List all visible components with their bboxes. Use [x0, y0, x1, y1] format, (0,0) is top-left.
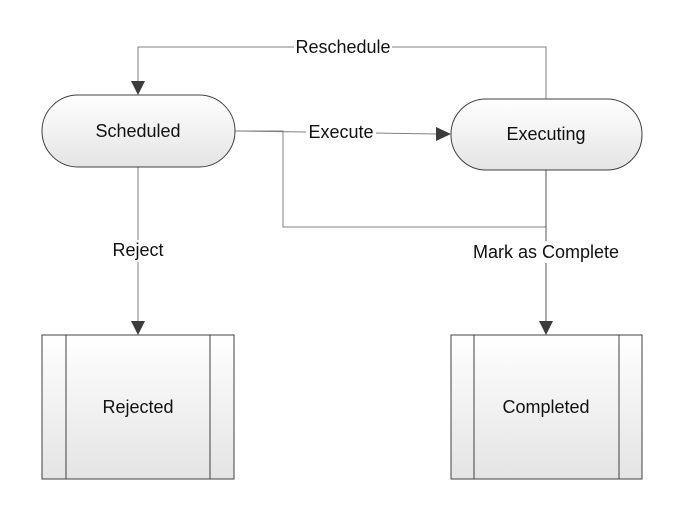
edge-reschedule: Reschedule	[131, 37, 547, 99]
edge-mark-complete-label-bg	[466, 241, 626, 263]
edge-execute-label-bg	[306, 122, 376, 142]
edge-reschedule-label-bg	[294, 37, 392, 57]
edge-reject-arrowhead	[131, 321, 145, 335]
edge-execute-arrowhead	[436, 127, 451, 141]
edge-reschedule-arrowhead	[131, 81, 145, 95]
node-scheduled: Scheduled	[41, 94, 236, 168]
node-scheduled-shape	[41, 94, 236, 168]
node-scheduled-label: Scheduled	[95, 121, 180, 141]
edge-mark-complete-arrowhead	[539, 321, 553, 335]
node-rejected-shape	[41, 334, 235, 480]
node-executing-shape	[450, 98, 643, 171]
edge-mark-complete-branch-line	[235, 130, 546, 228]
node-rejected: Rejected	[41, 334, 235, 480]
node-rejected-label: Rejected	[102, 397, 173, 417]
edge-reject-label: Reject	[112, 240, 163, 260]
node-completed-label: Completed	[502, 397, 589, 417]
edge-execute: Execute	[234, 122, 451, 142]
edge-reject-label-bg	[108, 240, 168, 262]
edge-mark-complete-label: Mark as Complete	[473, 242, 619, 262]
node-completed: Completed	[450, 334, 643, 480]
node-completed-shape	[450, 334, 643, 480]
node-executing-label: Executing	[506, 124, 585, 144]
node-executing: Executing	[450, 98, 643, 171]
edge-reject: Reject	[108, 167, 168, 335]
edge-execute-label: Execute	[308, 122, 373, 142]
edge-mark-complete: Mark as Complete	[235, 130, 626, 335]
edge-reschedule-label: Reschedule	[295, 37, 390, 57]
